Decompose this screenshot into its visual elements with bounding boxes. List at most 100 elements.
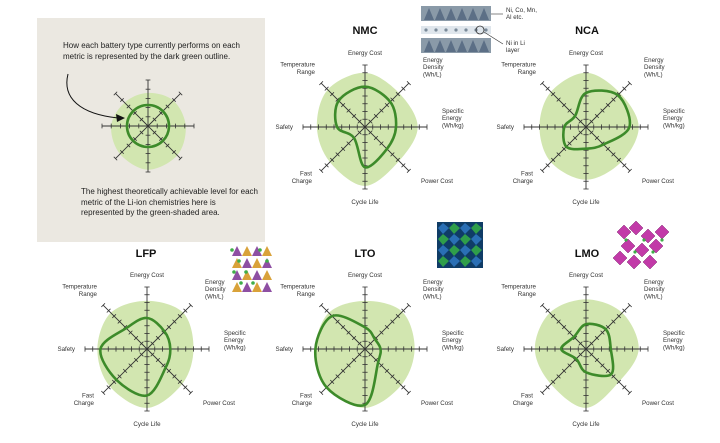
axis-label-line: Safety (275, 124, 293, 131)
axis-label-line: Power Cost (642, 178, 674, 185)
axis-tick (594, 135, 600, 141)
octahedron-shape (438, 256, 449, 267)
octahedron-shape (460, 234, 471, 245)
current-outline (99, 316, 172, 398)
axis-tick (627, 81, 632, 86)
axis-label-line: Energy Cost (130, 272, 164, 279)
axis-tick (600, 363, 605, 368)
legend-axis-line (115, 93, 149, 127)
axis-tick (368, 341, 373, 346)
axis-tick (589, 352, 594, 357)
li-atom (660, 238, 664, 242)
axis-tick (106, 385, 111, 390)
axis-label: Safety (57, 346, 75, 353)
legend-axis-tick (139, 117, 144, 122)
axis-label-line: Energy Cost (348, 272, 382, 279)
axis-tick (183, 308, 188, 313)
axis-label-line: Energy (644, 279, 665, 286)
axis-label-line: (Wh/L) (644, 72, 663, 79)
axis-label-line: Temperature (501, 61, 536, 68)
axis-tick (379, 363, 384, 368)
axis-tick (567, 108, 572, 113)
axis-label-line: Temperature (62, 283, 97, 290)
axis-tick (177, 313, 183, 319)
axis-tick (390, 319, 395, 324)
axis-label: Safety (496, 346, 514, 353)
polyhedron-shape (262, 282, 272, 292)
axis-label: Power Cost (642, 400, 674, 407)
axis-label-line: Specific (663, 108, 685, 115)
axis-label-line: Range (297, 69, 316, 76)
axis-tick (340, 146, 346, 152)
octahedron-shape (446, 40, 456, 52)
axis-tick (329, 157, 335, 163)
legend-axis-tick (139, 130, 144, 135)
axis-label-line: (Wh/kg) (442, 345, 464, 352)
axis-label-line: (Wh/kg) (442, 123, 464, 130)
polyhedron-shape (242, 282, 252, 292)
polyhedron-shape (252, 282, 262, 292)
axis-tick (616, 157, 622, 163)
axis-tick (561, 146, 567, 152)
axis-label-line: Safety (496, 346, 514, 353)
axis-tick (139, 341, 144, 346)
axis-tick (346, 330, 351, 335)
legend-axis-tick (152, 130, 157, 135)
axis-tick (616, 313, 622, 319)
axis-tick (384, 368, 390, 374)
axis-tick (188, 303, 193, 308)
axis-tick (401, 163, 406, 168)
axis-tick (390, 152, 395, 157)
axis-tick (540, 168, 545, 173)
axis-tick (117, 319, 122, 324)
li-atom (232, 270, 236, 274)
axis-label: Power Cost (203, 400, 235, 407)
octahedron-shape (424, 8, 434, 20)
polyhedron-shape (252, 270, 262, 280)
axis-tick (594, 113, 600, 119)
axis-tick (373, 357, 379, 363)
octahedron-shape (626, 254, 642, 270)
axis-label-line: Specific (442, 330, 464, 337)
octahedron-shape (471, 245, 482, 256)
axis-label-line: (Wh/kg) (224, 345, 246, 352)
axis-label-line: Energy (224, 337, 245, 344)
axis-tick (335, 374, 340, 379)
axis-label-line: Charge (292, 178, 313, 185)
polyhedron-shape (252, 246, 262, 256)
legend-axis-tick (126, 143, 131, 148)
axis-label-line: Specific (442, 108, 464, 115)
octahedron-shape (648, 238, 664, 254)
axis-tick (406, 168, 411, 173)
current-outline (313, 314, 383, 407)
octahedron-shape (642, 254, 658, 270)
axis-label-line: Energy (442, 337, 463, 344)
axis-tick (329, 379, 335, 385)
axis-label: Energy Cost (569, 50, 603, 57)
li-atom (454, 28, 458, 32)
axis-tick (395, 157, 401, 163)
axis-tick (346, 141, 351, 146)
axis-label: Energy Cost (348, 272, 382, 279)
axis-tick (622, 385, 627, 390)
octahedron-shape (620, 238, 636, 254)
axis-label-line: Specific (224, 330, 246, 337)
axis-tick (578, 119, 583, 124)
axis-label-line: (Wh/kg) (663, 123, 685, 130)
legend-axis-tick (133, 137, 137, 141)
li-atom (651, 250, 655, 254)
octahedron-shape (479, 8, 489, 20)
axis-tick (111, 313, 117, 319)
axis-tick (335, 319, 340, 324)
legend-axis-tick (165, 143, 170, 148)
axis-label-line: Energy (663, 115, 684, 122)
axis-tick (567, 363, 572, 368)
polyhedron-shape (232, 282, 242, 292)
axis-tick (578, 130, 583, 135)
